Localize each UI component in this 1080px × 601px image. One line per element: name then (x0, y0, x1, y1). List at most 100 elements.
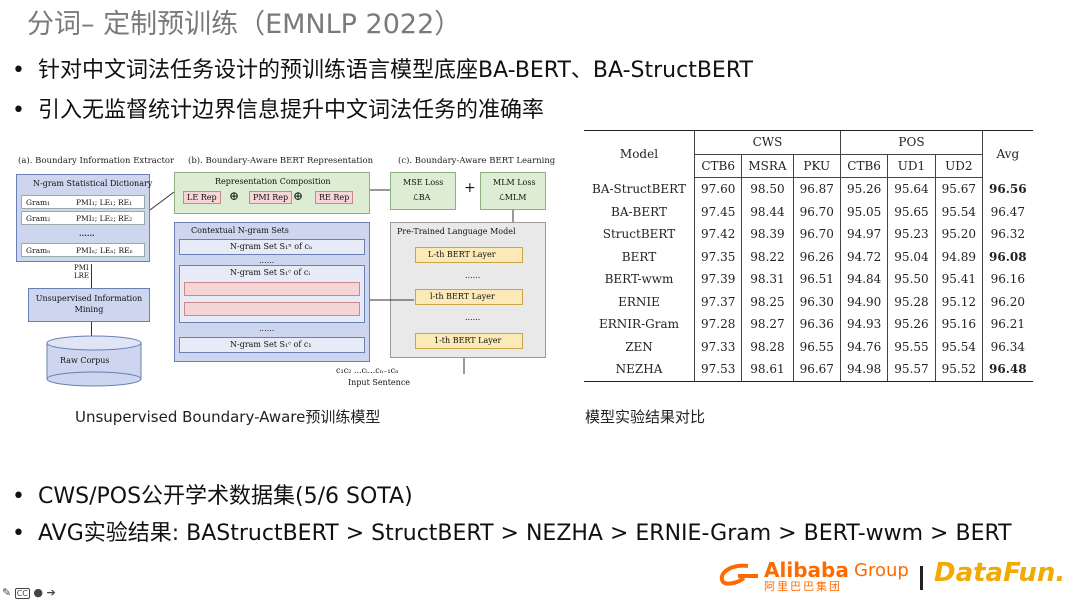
alibaba-text: Alibaba (764, 558, 849, 582)
architecture-diagram: (a). Boundary Information Extractor (b).… (14, 150, 556, 400)
representation-composition: Representation Composition LE Rep ⊕ PMI … (174, 172, 370, 214)
chat-icon[interactable]: ● (33, 586, 43, 599)
cell-model: BA-StructBERT (592, 182, 686, 196)
diagram-caption: Unsupervised Boundary-Aware预训练模型 (75, 408, 381, 426)
arrow-icon[interactable]: ➔ (46, 586, 56, 599)
bullet-3-text: CWS/POS公开学术数据集(5/6 SOTA) (38, 484, 413, 509)
cell-value: 96.67 (792, 358, 841, 382)
cc-icon[interactable]: CC (14, 588, 30, 599)
dict-row: ...... (21, 227, 145, 241)
ngram-set-1: N-gram Set S₁ᶜ of c₁ (179, 337, 365, 353)
cell-value: 97.37 (693, 290, 742, 313)
mlm-loss-box: MLM Loss ℒMLM (480, 172, 546, 210)
cell-value: 98.28 (741, 335, 794, 358)
cell-value: 95.64 (887, 177, 936, 201)
ngram-cells (184, 302, 360, 316)
raw-corpus-cylinder (46, 335, 142, 387)
cell-avg: 96.20 (982, 290, 1033, 313)
header-pos: POS (839, 130, 983, 155)
input-sentence-label: Input Sentence (348, 378, 411, 387)
pen-icon[interactable]: ✎ (2, 586, 12, 599)
cell-value: 96.87 (792, 177, 841, 201)
cell-value: 95.16 (934, 313, 983, 336)
bullet-3: • CWS/POS公开学术数据集(5/6 SOTA) (12, 478, 413, 510)
cell-value: 95.20 (934, 223, 983, 246)
ngram-set-i: N-gram Set S₁ᶜ of cᵢ (179, 265, 365, 323)
header-model: Model (584, 130, 695, 178)
le-rep: LE Rep (183, 191, 221, 204)
caption-b: (b). Boundary-Aware BERT Representation (188, 156, 374, 166)
cell-value: 94.84 (839, 268, 888, 291)
cell-model: ERNIE (618, 294, 660, 309)
cell-value: 97.33 (693, 335, 742, 358)
subheader: CTB6 (839, 154, 888, 178)
cell-value: 94.76 (839, 335, 888, 358)
cell-value: 98.61 (741, 358, 794, 382)
cell-value: 95.12 (934, 290, 983, 313)
bullet-4-text: AVG实验结果: BAStructBERT > StructBERT > NEZ… (38, 521, 1012, 546)
cell-value: 95.23 (887, 223, 936, 246)
cell-value: 97.35 (693, 245, 742, 268)
bert-layer-l: l-th BERT Layer (415, 289, 523, 305)
bullet-dot: • (12, 58, 25, 83)
cell-value: 95.26 (887, 313, 936, 336)
cell-value: 95.41 (934, 268, 983, 291)
cell-value: 95.67 (934, 177, 983, 201)
arrow-line (91, 322, 92, 336)
group-text: Group (854, 560, 909, 581)
cell-avg: 96.16 (982, 268, 1033, 291)
bullet-1: •针对中文词法任务设计的预训练语言模型底座BA-BERT、BA-StructBE… (12, 52, 753, 84)
alibaba-logo-icon (719, 563, 758, 586)
cell-value: 96.36 (792, 313, 841, 336)
alibaba-cn-text: 阿里巴巴集团 (764, 580, 842, 593)
bert-layer-1: 1-th BERT Layer (415, 333, 523, 349)
cell-value: 97.42 (693, 223, 742, 246)
cell-value: 96.70 (792, 200, 841, 223)
cell-value: 95.28 (887, 290, 936, 313)
bullet-dot: • (12, 484, 25, 509)
header-cws: CWS (694, 130, 841, 155)
cell-value: 97.39 (693, 268, 742, 291)
bullet-2-text: 引入无监督统计边界信息提升中文词法任务的准确率 (38, 98, 545, 123)
subheader: CTB6 (693, 154, 742, 178)
cell-value: 96.70 (792, 223, 841, 246)
ngram-cells (184, 282, 360, 296)
oplus-symbol: ⊕ (293, 189, 304, 203)
bullet-4: •AVG实验结果: BAStructBERT > StructBERT > NE… (12, 515, 1012, 547)
cell-value: 98.22 (741, 245, 794, 268)
pretrained-lm: Pre-Trained Language Model L-th BERT Lay… (390, 222, 546, 358)
caption-c: (c). Boundary-Aware BERT Learning (398, 156, 556, 166)
cell-avg: 96.08 (982, 245, 1033, 268)
cell-value: 97.60 (693, 177, 742, 201)
plus-symbol: + (464, 180, 476, 196)
cell-value: 98.39 (741, 223, 794, 246)
subheader: UD1 (887, 154, 936, 178)
cell-avg: 96.47 (982, 200, 1033, 223)
ellipsis: ...... (259, 256, 275, 265)
results-table: Model CWS POS Avg CTB6 MSRA PKU CTB6 UD1… (584, 130, 1033, 382)
cell-value: 94.90 (839, 290, 888, 313)
cell-value: 95.57 (887, 358, 936, 382)
table-subheader-row: CTB6 MSRA PKU CTB6 UD1 UD2 (584, 154, 1033, 178)
cell-value: 97.53 (693, 358, 742, 382)
cell-value: 95.26 (839, 177, 888, 201)
cell-model: NEZHA (584, 358, 695, 382)
input-sequence: c₁c₂ ...cᵢ...cₙ₋₁cₙ (336, 366, 399, 375)
cell-avg: 96.32 (982, 223, 1033, 246)
rep-comp-label: Representation Composition (215, 177, 331, 186)
mse-loss-box: MSE Loss ℒBA (390, 172, 456, 210)
unsup-label: Unsupervised Information Mining (35, 294, 143, 314)
cell-value: 96.30 (792, 290, 841, 313)
logo-divider (920, 566, 923, 590)
cell-value: 95.50 (887, 268, 936, 291)
pmi-lre-label: PMI LRE (74, 264, 90, 280)
cell-model: StructBERT (602, 227, 676, 242)
ctx-sets-label: Contextual N-gram Sets (191, 226, 289, 235)
